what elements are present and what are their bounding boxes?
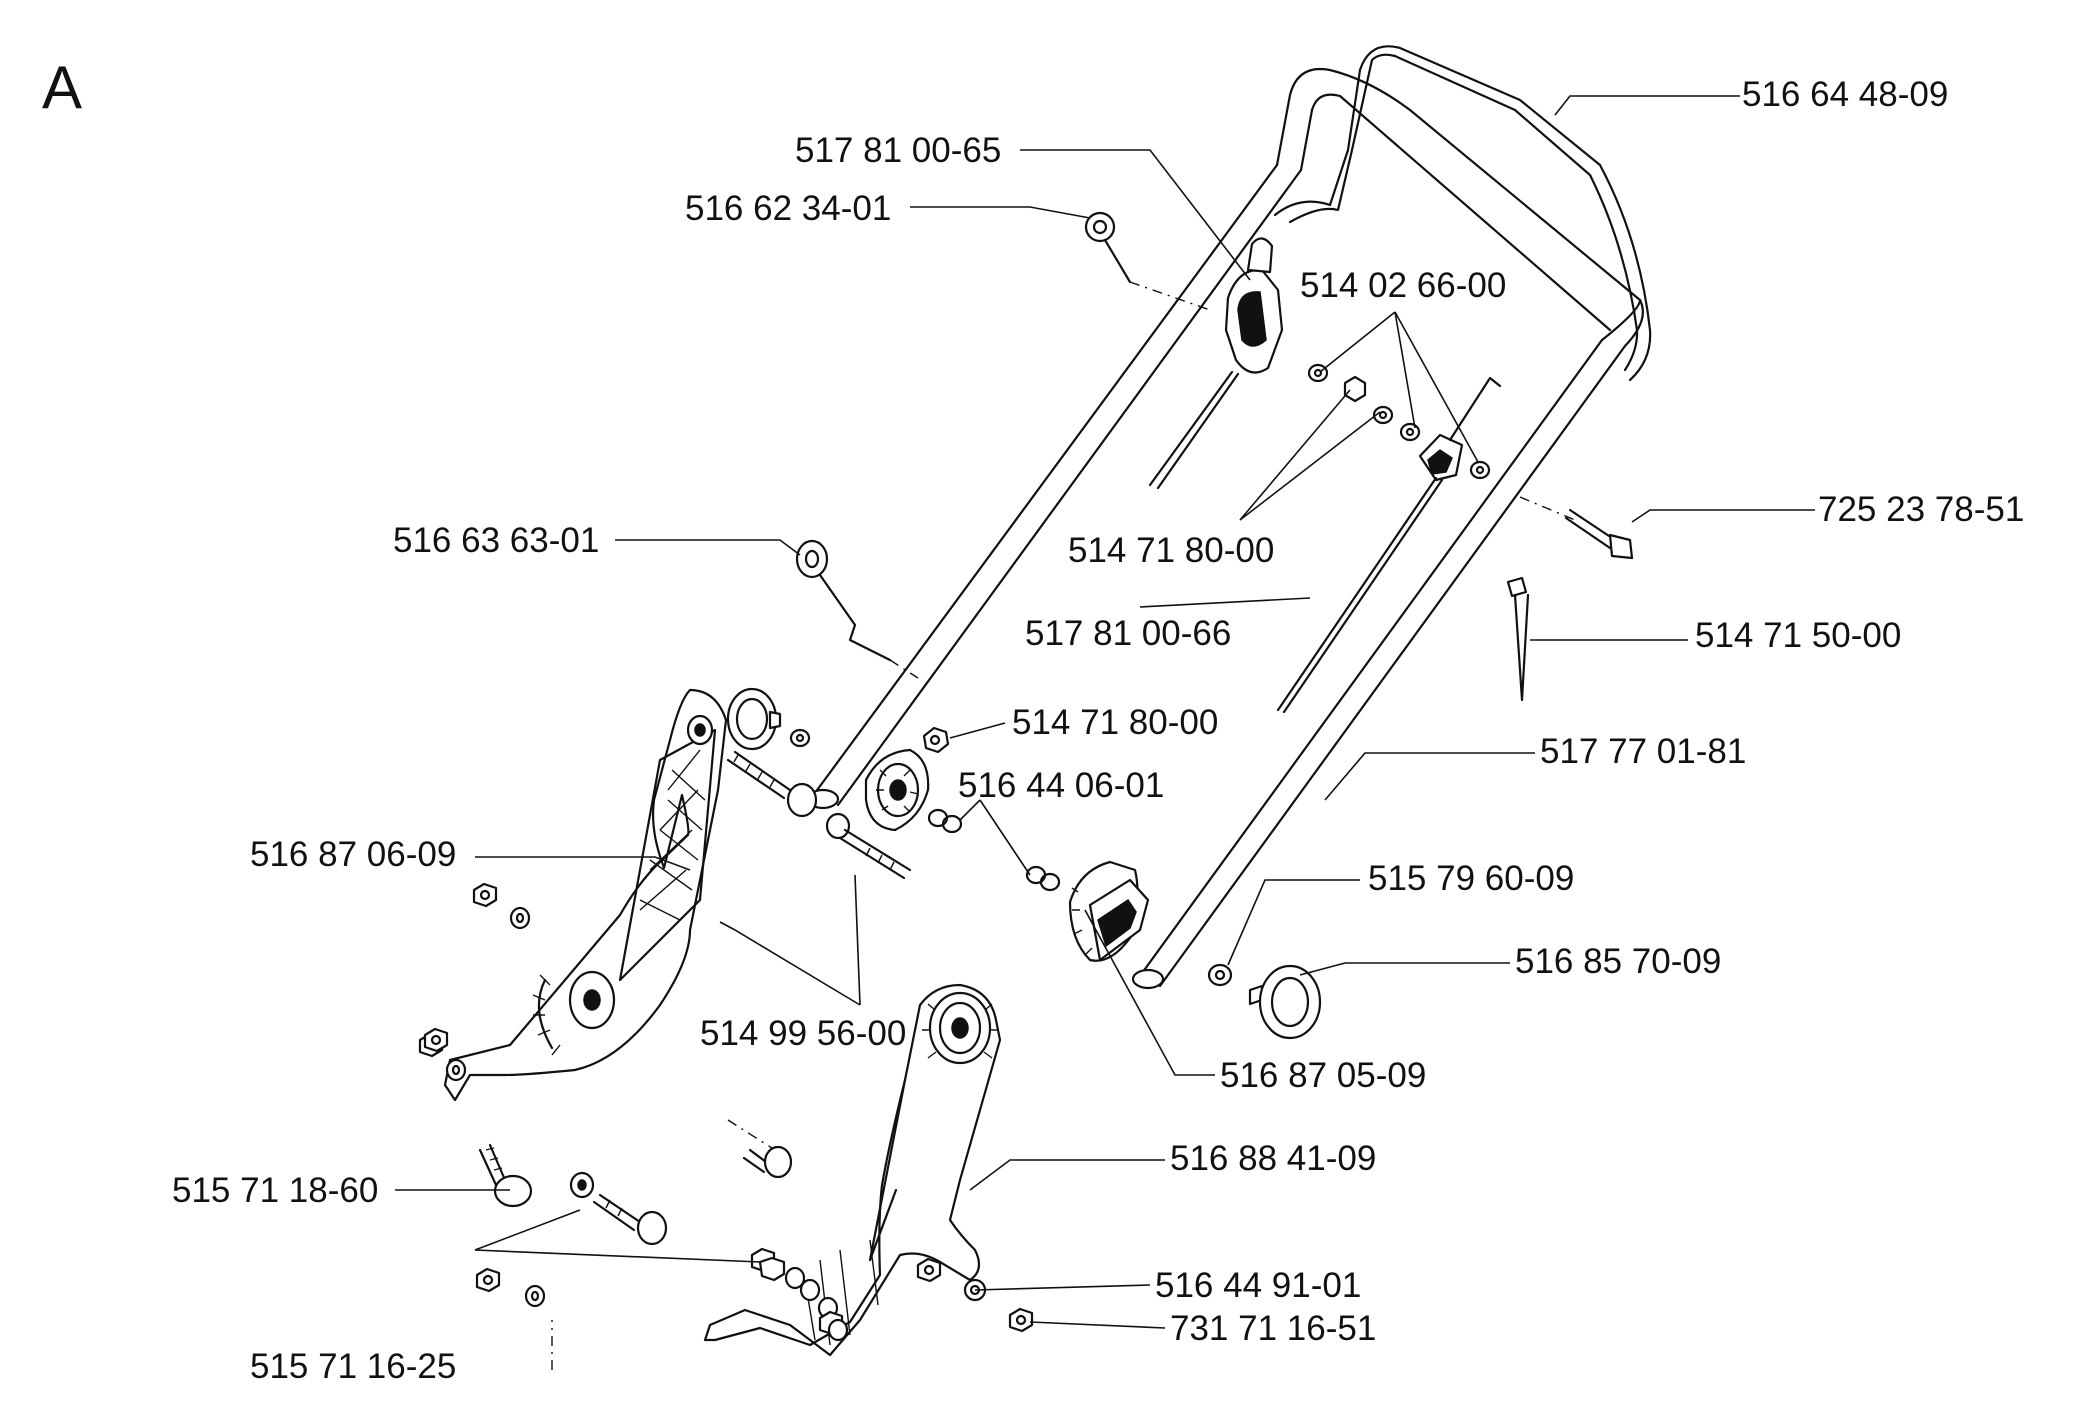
ratchet-disc-left (864, 748, 930, 832)
ratchet-right (1068, 860, 1150, 962)
spring-pin-lower (795, 539, 919, 679)
leader-lines (395, 95, 1815, 1329)
part-label: 516 64 48-09 (1742, 75, 1948, 114)
upper-handlebar (806, 67, 1644, 990)
part-label: 516 44 06-01 (958, 766, 1164, 805)
part-label: 517 81 00-66 (1025, 614, 1231, 653)
part-label: 515 71 18-60 (172, 1171, 378, 1210)
cable-lever-housing (1148, 237, 1284, 490)
part-label: 517 77 01-81 (1540, 732, 1746, 771)
part-label: 725 23 78-51 (1818, 490, 2024, 529)
part-label: 516 62 34-01 (685, 189, 891, 228)
part-labels: 516 64 48-09 517 81 00-65 516 62 34-01 5… (172, 75, 2024, 1386)
part-label: 514 71 80-00 (1068, 531, 1274, 570)
part-label: 516 87 05-09 (1220, 1056, 1426, 1095)
knob-left (726, 687, 811, 751)
part-label: 515 79 60-09 (1368, 859, 1574, 898)
cable-tie (1506, 576, 1530, 702)
part-label: 516 44 91-01 (1155, 1266, 1361, 1305)
lower-handle-left-516-87-06-09 (443, 688, 728, 1102)
spring-pin-upper (1084, 211, 1211, 311)
part-label: 514 71 50-00 (1695, 616, 1901, 655)
part-label: 515 71 16-25 (250, 1347, 456, 1386)
part-label: 731 71 16-51 (1170, 1309, 1376, 1348)
part-label: 514 02 66-00 (1300, 266, 1506, 305)
part-label: 514 71 80-00 (1012, 703, 1218, 742)
bolts-515-71-18-60 (478, 1119, 793, 1246)
part-label: 516 85 70-09 (1515, 942, 1721, 981)
section-letter: A (42, 54, 82, 121)
part-label: 517 81 00-65 (795, 131, 1001, 170)
lower-handle-right-516-88-41-09 (551, 983, 1034, 1370)
part-label: 516 87 06-09 (250, 835, 456, 874)
knob-right (1207, 963, 1322, 1040)
nuts-washers-left (418, 882, 546, 1308)
springs (927, 808, 1061, 892)
carriage-bolts (726, 750, 912, 880)
part-label: 514 99 56-00 (700, 1014, 906, 1053)
nut-lower (922, 726, 950, 754)
handle-bolt (1519, 496, 1634, 560)
part-label: 516 63 63-01 (393, 521, 599, 560)
part-label: 516 88 41-09 (1170, 1139, 1376, 1178)
bail-bar (1273, 45, 1652, 382)
washers-nuts-upper (1276, 363, 1502, 714)
